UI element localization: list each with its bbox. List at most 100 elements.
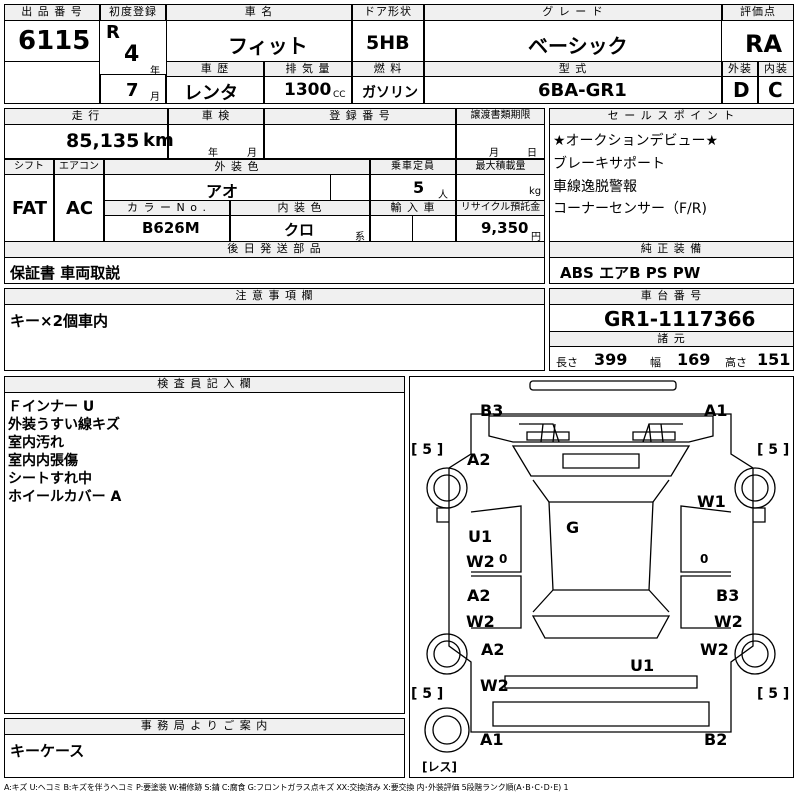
displacement: 1300: [284, 80, 332, 100]
dims-header: 諸 元: [549, 331, 794, 347]
shaken-header: 車 検: [168, 108, 264, 125]
int-color: クロ: [284, 221, 315, 239]
shaken-year-unit: 年: [208, 148, 218, 159]
eval-score: RA: [745, 30, 783, 58]
transfer-header: 譲渡書類期限: [456, 108, 545, 125]
shift-header: シフト: [4, 159, 54, 175]
mark-a2-left-3: A2: [481, 640, 505, 659]
mileage-unit: km: [143, 130, 174, 151]
later-parts-box: [4, 257, 545, 284]
mark-w2-rear-left: W2: [480, 676, 509, 695]
car-name-header: 車 名: [166, 4, 352, 21]
inspector-note-3: 室内汚れ: [8, 435, 64, 451]
era: R: [106, 22, 120, 43]
inspector-note-4: 室内内張傷: [8, 453, 78, 469]
reg-no-cell: [264, 124, 456, 159]
first-reg-header: 初度登録: [100, 4, 166, 21]
mark-w2-left-2: W2: [466, 612, 495, 631]
genuine-equipment: ABS エアB PS PW: [560, 264, 701, 282]
mark-w2-left-1: W2: [466, 552, 495, 571]
mileage-cell: [4, 124, 168, 159]
lot-no: 6115: [18, 26, 91, 56]
import-header: 輸 入 車: [370, 200, 456, 216]
ext-color-sub-cell: [330, 174, 370, 201]
door-zero-left: 0: [499, 552, 508, 566]
damage-diagram: [409, 376, 794, 778]
inspector-note-1: Ｆインナー U: [8, 399, 95, 415]
mark-g: G: [566, 518, 580, 537]
office-note: キーケース: [10, 742, 85, 760]
interior-grade: C: [768, 78, 783, 102]
aircon-header: エアコン: [54, 159, 104, 175]
recycle-header: リサイクル預託金: [456, 200, 545, 216]
door-zero-right: 0: [700, 552, 709, 566]
length: 399: [594, 350, 628, 369]
tire-left-bottom: [ 5 ]: [411, 686, 444, 702]
transfer-cell: [456, 124, 545, 159]
inspector-note-5: シートすれ中: [8, 471, 92, 487]
max-load-unit: kg: [529, 186, 542, 197]
mark-w2-right-2: W2: [700, 640, 729, 659]
notes-header: 注 意 事 項 欄: [4, 288, 545, 305]
later-parts: 保証書 車両取説: [10, 264, 121, 282]
capacity: 5: [413, 178, 425, 197]
displacement-header: 排 気 量: [264, 61, 352, 77]
car-outline-diagram: [424, 380, 776, 753]
exterior-cell: [722, 76, 758, 104]
exterior-header: 外装: [722, 61, 758, 77]
sales-point-2: ブレーキサポート: [553, 156, 665, 172]
tire-left-top: [ 5 ]: [411, 442, 444, 458]
aircon: AC: [66, 198, 94, 219]
lot-no-header: 出 品 番 号: [4, 4, 100, 21]
mark-a1-top: A1: [704, 401, 728, 420]
model: 6BA-GR1: [538, 80, 627, 101]
capacity-unit: 人: [438, 190, 448, 201]
car-name: フィット: [228, 34, 308, 58]
color-no: B626M: [142, 219, 200, 237]
height: 151: [757, 350, 791, 369]
spare-tire: [レス]: [422, 760, 457, 774]
month-unit: 月: [150, 92, 160, 103]
recycle: 9,350: [481, 219, 529, 237]
color-no-header: カ ラ ー N o .: [104, 200, 230, 216]
shaken-cell: [168, 124, 264, 159]
int-color-unit: 系: [355, 232, 365, 243]
ext-color-header: 外 装 色: [104, 159, 370, 175]
history-cell: [166, 76, 264, 104]
fuel-cell: [352, 76, 424, 104]
reg-no-header: 登 録 番 号: [264, 108, 456, 125]
model-cell: [424, 76, 722, 104]
interior-header: 内装: [758, 61, 794, 77]
mark-w1: W1: [697, 492, 726, 511]
door-header: ドア形状: [352, 4, 424, 21]
mark-a2-left-2: A2: [467, 586, 491, 605]
inspector-note-6: ホイールカバー A: [8, 489, 122, 505]
mark-b3-right: B3: [716, 586, 740, 605]
transfer-month-unit: 月: [489, 148, 499, 159]
later-parts-header: 後 日 発 送 部 品: [4, 241, 545, 258]
shift: FAT: [12, 198, 48, 219]
mark-b3-top: B3: [480, 401, 504, 420]
grade: ベーシック: [528, 34, 628, 58]
door-type: 5HB: [366, 32, 410, 54]
history: レンタ: [184, 83, 238, 104]
displacement-unit: CC: [333, 90, 346, 100]
lot-blank-cell: [4, 61, 100, 104]
shaken-month-unit: 月: [247, 148, 257, 159]
transfer-day-unit: 日: [527, 148, 537, 159]
mark-u1-rear: U1: [630, 656, 655, 675]
month-cell: [100, 74, 166, 104]
tire-right-bottom: [ 5 ]: [757, 686, 790, 702]
int-color-header: 内 装 色: [230, 200, 370, 216]
genuine-box: [549, 257, 794, 284]
length-label: 長さ: [556, 356, 578, 369]
sales-point-1: ★オークションデビュー★: [553, 133, 719, 149]
mileage: 85,135: [66, 130, 140, 152]
mark-w2-right-1: W2: [714, 612, 743, 631]
width-label: 幅: [650, 356, 661, 369]
model-header: 型 式: [424, 61, 722, 77]
fuel: ガソリン: [362, 85, 418, 101]
mark-a2-front-left: A2: [467, 450, 491, 469]
tire-right-top: [ 5 ]: [757, 442, 790, 458]
sales-point-4: コーナーセンサー（F/R): [553, 201, 707, 217]
